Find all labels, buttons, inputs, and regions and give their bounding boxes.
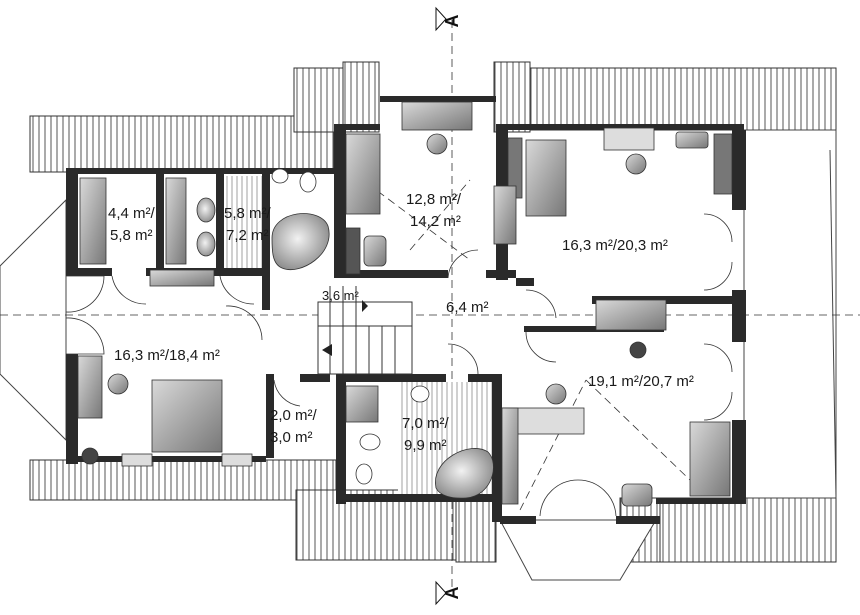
room-label-left: 16,3 m²/18,4 m²: [114, 347, 220, 364]
door-swings: [65, 213, 733, 517]
room-label-hall: 6,4 m²: [446, 299, 489, 316]
room-label-bath-mid-line1: 5,8 m²/: [224, 205, 272, 222]
room-label-right: 19,1 m²/20,7 m²: [588, 373, 694, 390]
bath-mid-floor: [224, 176, 262, 268]
room-label-top-mid-line2: 14,2 m²: [410, 213, 461, 230]
room-labels: 4,4 m²/ 5,8 m² 5,8 m²/ 7,2 m² 12,8 m²/ 1…: [108, 191, 694, 454]
furniture: [77, 101, 733, 507]
room-label-bath-bottom-line1: 7,0 m²/: [402, 415, 450, 432]
section-marker-bottom: A: [435, 580, 462, 606]
section-letter-top: A: [442, 15, 462, 28]
room-label-bath-bottom-line2: 9,9 m²: [404, 437, 447, 454]
section-marker-top: A: [435, 6, 462, 32]
outer-outline: [0, 129, 837, 581]
roof-planes: [29, 61, 837, 563]
staircase: [317, 286, 413, 375]
section-letter-bottom: A: [442, 587, 462, 600]
room-label-top-right: 16,3 m²/20,3 m²: [562, 237, 668, 254]
room-label-closet-line2: 3,0 m²: [270, 429, 313, 446]
room-label-top-mid-line1: 12,8 m²/: [406, 191, 462, 208]
room-label-closet-line1: 2,0 m²/: [270, 407, 318, 424]
room-label-stairs: 3,6 m²: [322, 288, 360, 303]
room-label-bath-left-line1: 4,4 m²/: [108, 205, 156, 222]
room-label-bath-mid-line2: 7,2 m²: [226, 227, 269, 244]
room-label-bath-left-line2: 5,8 m²: [110, 227, 153, 244]
